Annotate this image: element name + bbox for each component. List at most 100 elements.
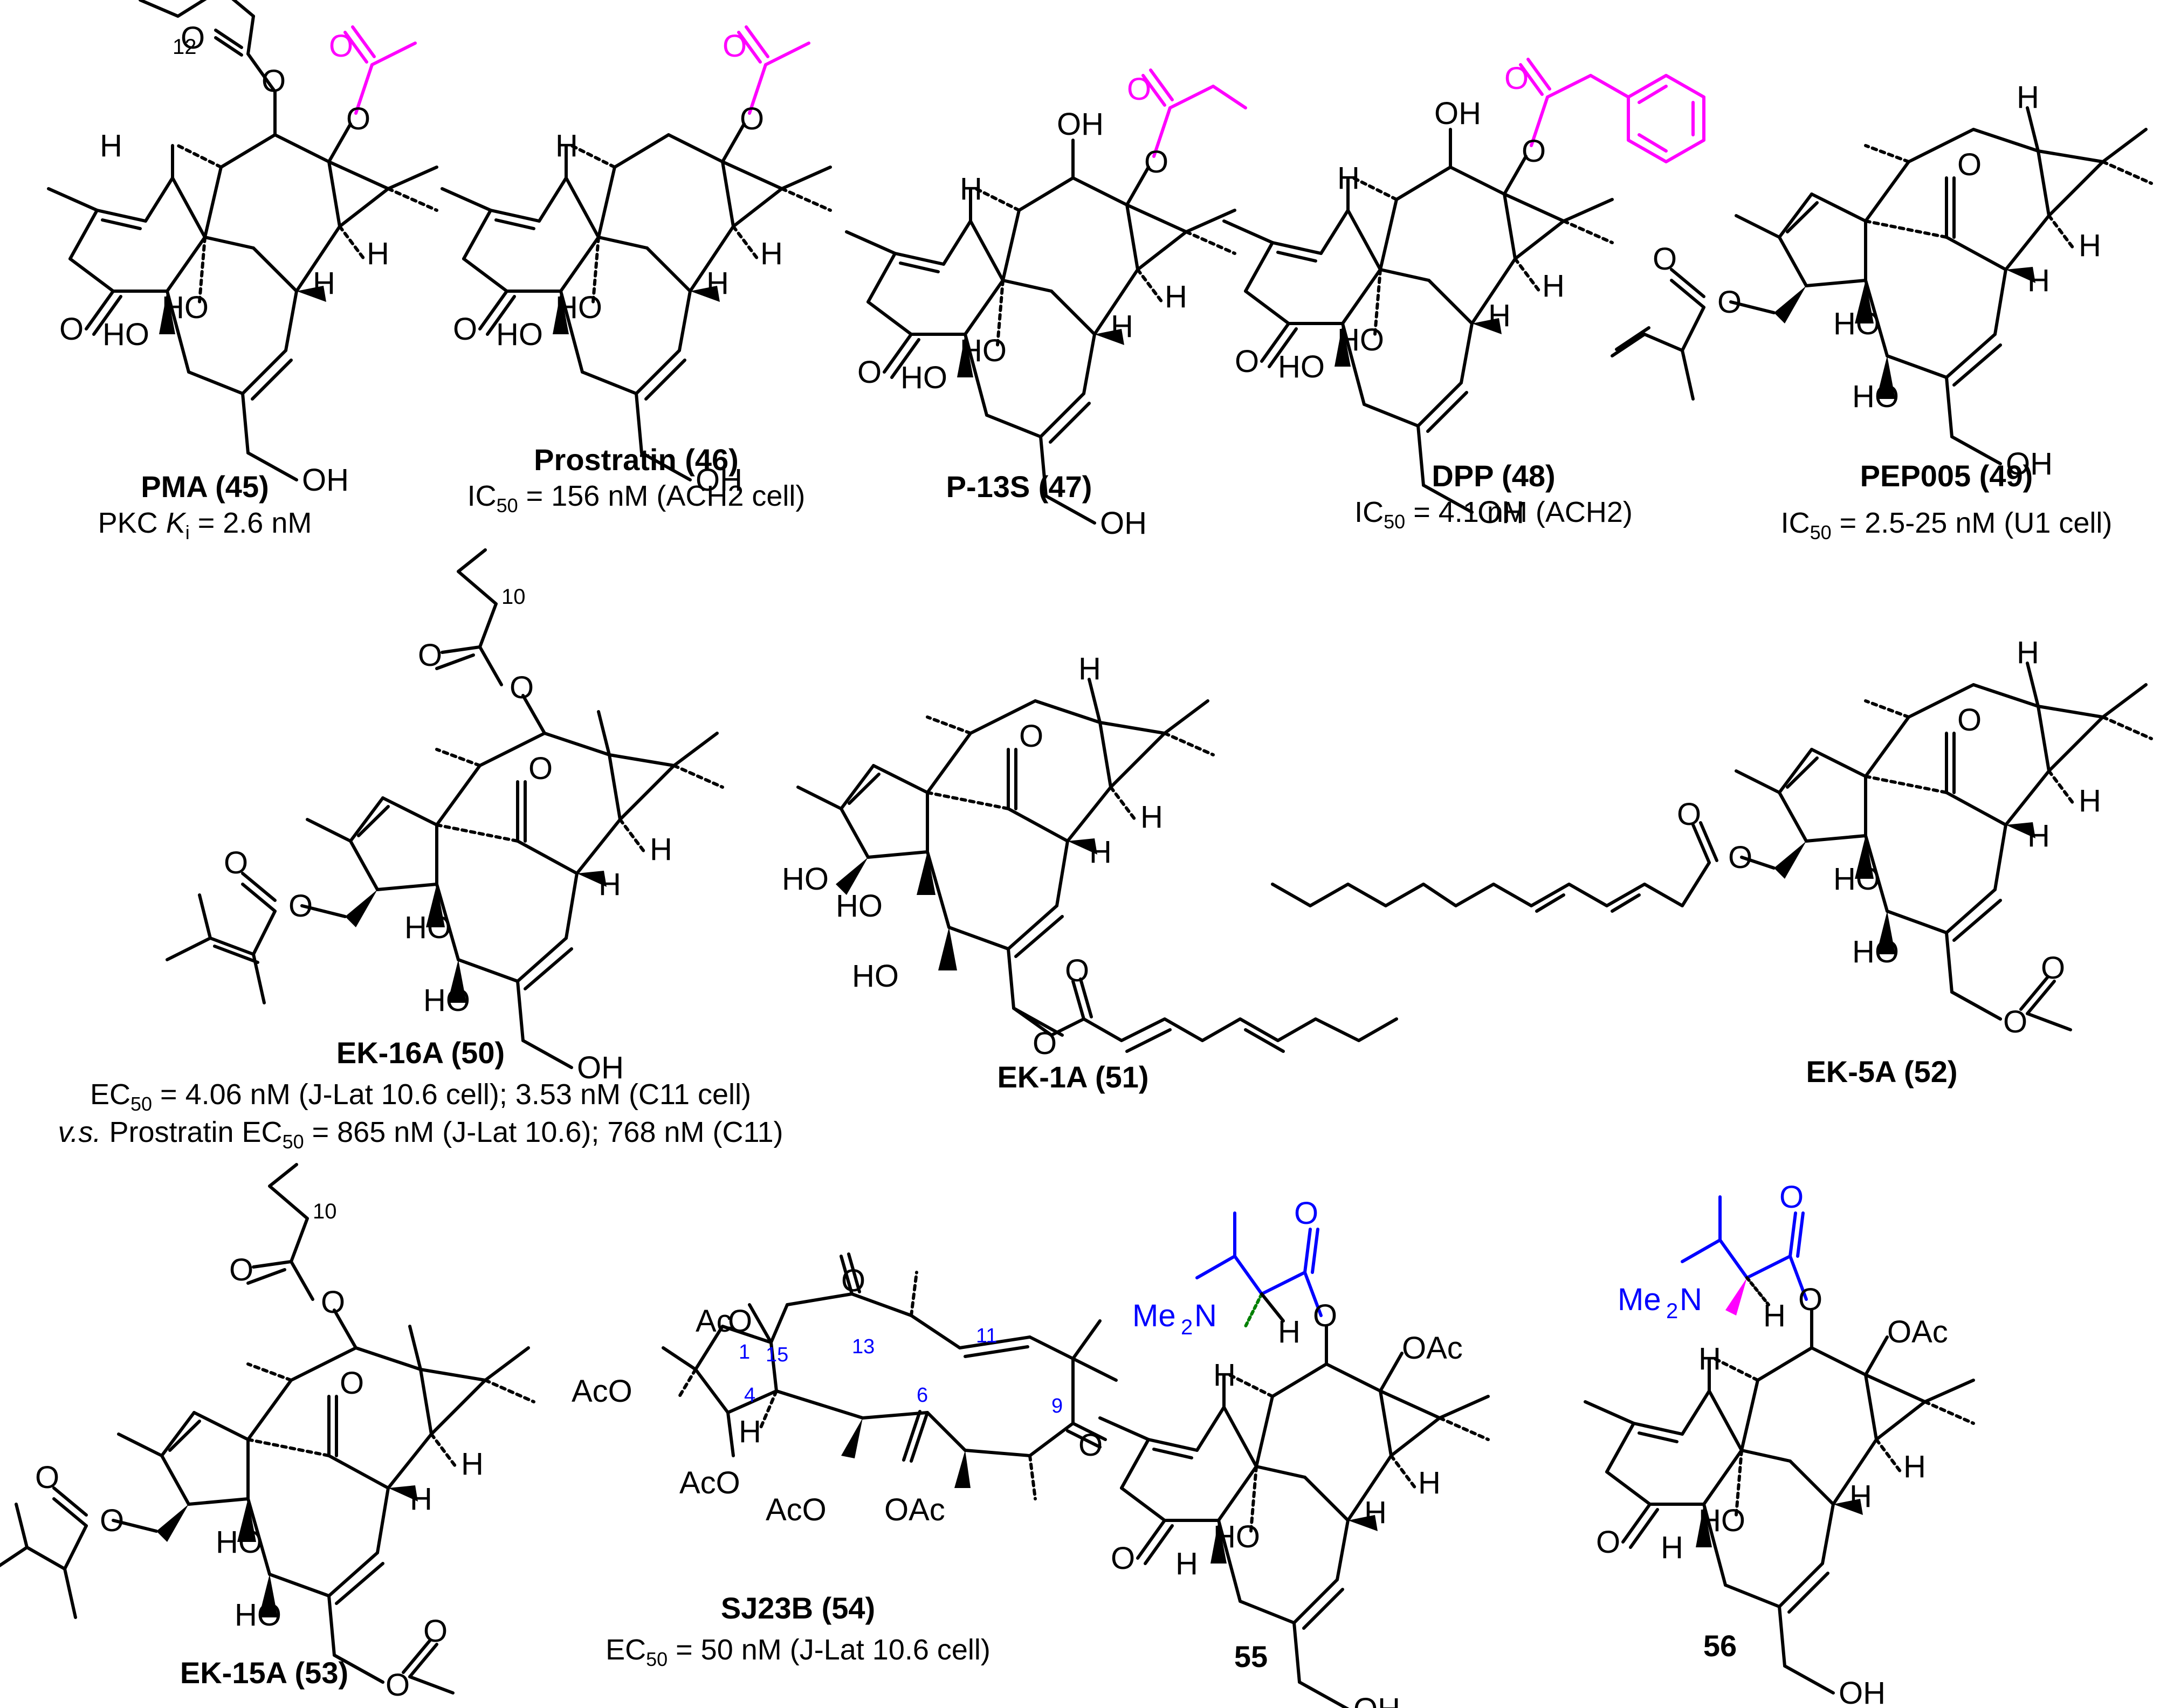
activity-line: IC50 = 156 nM (ACH2 cell) xyxy=(467,480,806,516)
svg-text:H: H xyxy=(1078,651,1101,686)
svg-text:HO: HO xyxy=(404,910,451,945)
svg-text:H: H xyxy=(1418,1465,1441,1500)
svg-text:H: H xyxy=(1488,298,1511,333)
svg-text:H: H xyxy=(739,1414,761,1449)
svg-text:Ac: Ac xyxy=(696,1304,732,1339)
structure-pep005: O O O HO HO H H H OH xyxy=(1611,80,2151,481)
svg-text:O: O xyxy=(181,20,205,56)
svg-text:O: O xyxy=(728,1304,752,1339)
compound-name: 55 xyxy=(1234,1640,1268,1673)
svg-text:Me: Me xyxy=(1618,1282,1661,1317)
svg-text:H: H xyxy=(2027,818,2050,853)
svg-text:O: O xyxy=(1957,147,1982,182)
caption-pma: PMA (45) PKC Ki = 2.6 nM xyxy=(43,469,367,542)
activity-line: PKC Ki = 2.6 nM xyxy=(98,507,312,543)
svg-text:H: H xyxy=(706,266,729,301)
svg-text:9: 9 xyxy=(1051,1395,1063,1417)
svg-text:OH: OH xyxy=(1057,107,1104,142)
svg-text:H: H xyxy=(1849,1479,1872,1514)
structure-ek15a: O O 10 O O O O O HO HO H H xyxy=(0,1163,534,1703)
svg-text:O: O xyxy=(1798,1282,1822,1317)
svg-text:O: O xyxy=(510,670,534,705)
svg-text:O: O xyxy=(1144,144,1168,180)
svg-text:O: O xyxy=(1596,1525,1620,1560)
svg-text:HO: HO xyxy=(1852,379,1899,414)
svg-text:H: H xyxy=(650,832,672,867)
svg-text:H: H xyxy=(2017,80,2039,115)
svg-text:O: O xyxy=(1522,134,1546,169)
svg-text:H: H xyxy=(1763,1298,1786,1333)
activity-line: IC50 = 2.5-25 nM (U1 cell) xyxy=(1780,507,2113,543)
svg-text:N: N xyxy=(1680,1282,1702,1317)
svg-text:AcO: AcO xyxy=(766,1492,827,1527)
svg-text:H: H xyxy=(1111,309,1133,344)
svg-text:HO: HO xyxy=(960,333,1007,368)
svg-text:OH: OH xyxy=(1434,96,1481,131)
compound-name: EK-15A (53) xyxy=(180,1656,349,1690)
compound-name: DPP (48) xyxy=(1432,459,1556,493)
svg-text:HO: HO xyxy=(162,290,209,325)
svg-text:H: H xyxy=(1213,1358,1236,1393)
svg-text:O: O xyxy=(418,638,442,673)
svg-text:H: H xyxy=(1364,1495,1387,1530)
svg-text:HO: HO xyxy=(423,983,470,1018)
svg-text:H: H xyxy=(367,236,389,271)
svg-text:12: 12 xyxy=(173,35,197,59)
svg-text:OH: OH xyxy=(1477,495,1524,530)
svg-text:H: H xyxy=(461,1447,484,1482)
svg-text:O: O xyxy=(288,889,313,924)
svg-text:4: 4 xyxy=(744,1384,755,1407)
svg-text:O: O xyxy=(1235,344,1259,379)
compound-name: 56 xyxy=(1703,1629,1737,1663)
structure-dpp: O O OH H HO O HO H H OH xyxy=(1224,58,1705,530)
svg-text:O: O xyxy=(1111,1541,1135,1576)
svg-text:OH: OH xyxy=(577,1050,624,1085)
svg-text:HO: HO xyxy=(836,889,883,924)
compound-name: Prostratin (46) xyxy=(534,443,739,477)
svg-text:O: O xyxy=(1019,719,1043,754)
svg-text:H: H xyxy=(599,867,621,902)
svg-text:HO: HO xyxy=(1698,1503,1745,1538)
svg-text:10: 10 xyxy=(501,585,526,609)
svg-text:O: O xyxy=(1717,285,1742,320)
svg-text:O: O xyxy=(340,1366,364,1401)
svg-text:H: H xyxy=(555,128,578,163)
svg-text:11: 11 xyxy=(976,1325,997,1347)
svg-text:HO: HO xyxy=(1337,322,1384,357)
svg-text:H: H xyxy=(313,266,335,301)
structure-prostratin: O O H HO O HO H H OH xyxy=(442,25,830,498)
svg-text:O: O xyxy=(100,1503,124,1538)
caption-prostratin: Prostratin (46) IC50 = 156 nM (ACH2 cell… xyxy=(431,442,841,515)
structure-ek1a: O O O HO HO HO H H H xyxy=(782,651,1398,1061)
svg-text:13: 13 xyxy=(852,1335,875,1358)
svg-text:OH: OH xyxy=(1839,1676,1886,1708)
svg-text:H: H xyxy=(100,128,122,163)
sj23b-labels: Ac O AcO H AcO AcO OAc O O 1 4 15 13 11 … xyxy=(572,1263,1103,1527)
svg-text:OH: OH xyxy=(302,463,349,498)
svg-text:OH: OH xyxy=(1100,506,1147,541)
svg-text:HO: HO xyxy=(1833,862,1880,897)
caption-ek16a: EK-16A (50) EC50 = 4.06 nM (J-Lat 10.6 c… xyxy=(32,1035,809,1153)
activity-line-2: v.s. Prostratin EC50 = 865 nM (J-Lat 10.… xyxy=(58,1116,783,1153)
structure-pma: O O O O 12 H HO O HO H H OH xyxy=(49,0,437,498)
svg-text:HO: HO xyxy=(782,862,829,897)
structure-ek5a: O O O O O HO HO H H H xyxy=(1271,635,2151,1039)
svg-text:HO: HO xyxy=(852,959,899,994)
svg-text:OH: OH xyxy=(1353,1692,1400,1708)
caption-ek5a: EK-5A (52) xyxy=(1758,1054,2006,1089)
svg-text:H: H xyxy=(1337,161,1360,196)
svg-text:1: 1 xyxy=(739,1341,750,1363)
svg-text:O: O xyxy=(1779,1180,1804,1215)
svg-text:HO: HO xyxy=(102,317,149,352)
caption-dpp: DPP (48) IC50 = 4.1 nM (ACH2) xyxy=(1310,458,1677,532)
svg-text:HO: HO xyxy=(900,360,947,395)
svg-text:HO: HO xyxy=(1833,306,1880,341)
svg-text:O: O xyxy=(229,1252,253,1287)
structure-sj23b xyxy=(662,1252,1118,1500)
caption-p13s: P-13S (47) xyxy=(895,469,1143,504)
svg-text:H: H xyxy=(960,171,982,206)
caption-sj23b: SJ23B (54) EC50 = 50 nM (J-Lat 10.6 cell… xyxy=(555,1590,1041,1669)
svg-text:H: H xyxy=(2079,783,2101,818)
svg-text:O: O xyxy=(224,845,248,880)
